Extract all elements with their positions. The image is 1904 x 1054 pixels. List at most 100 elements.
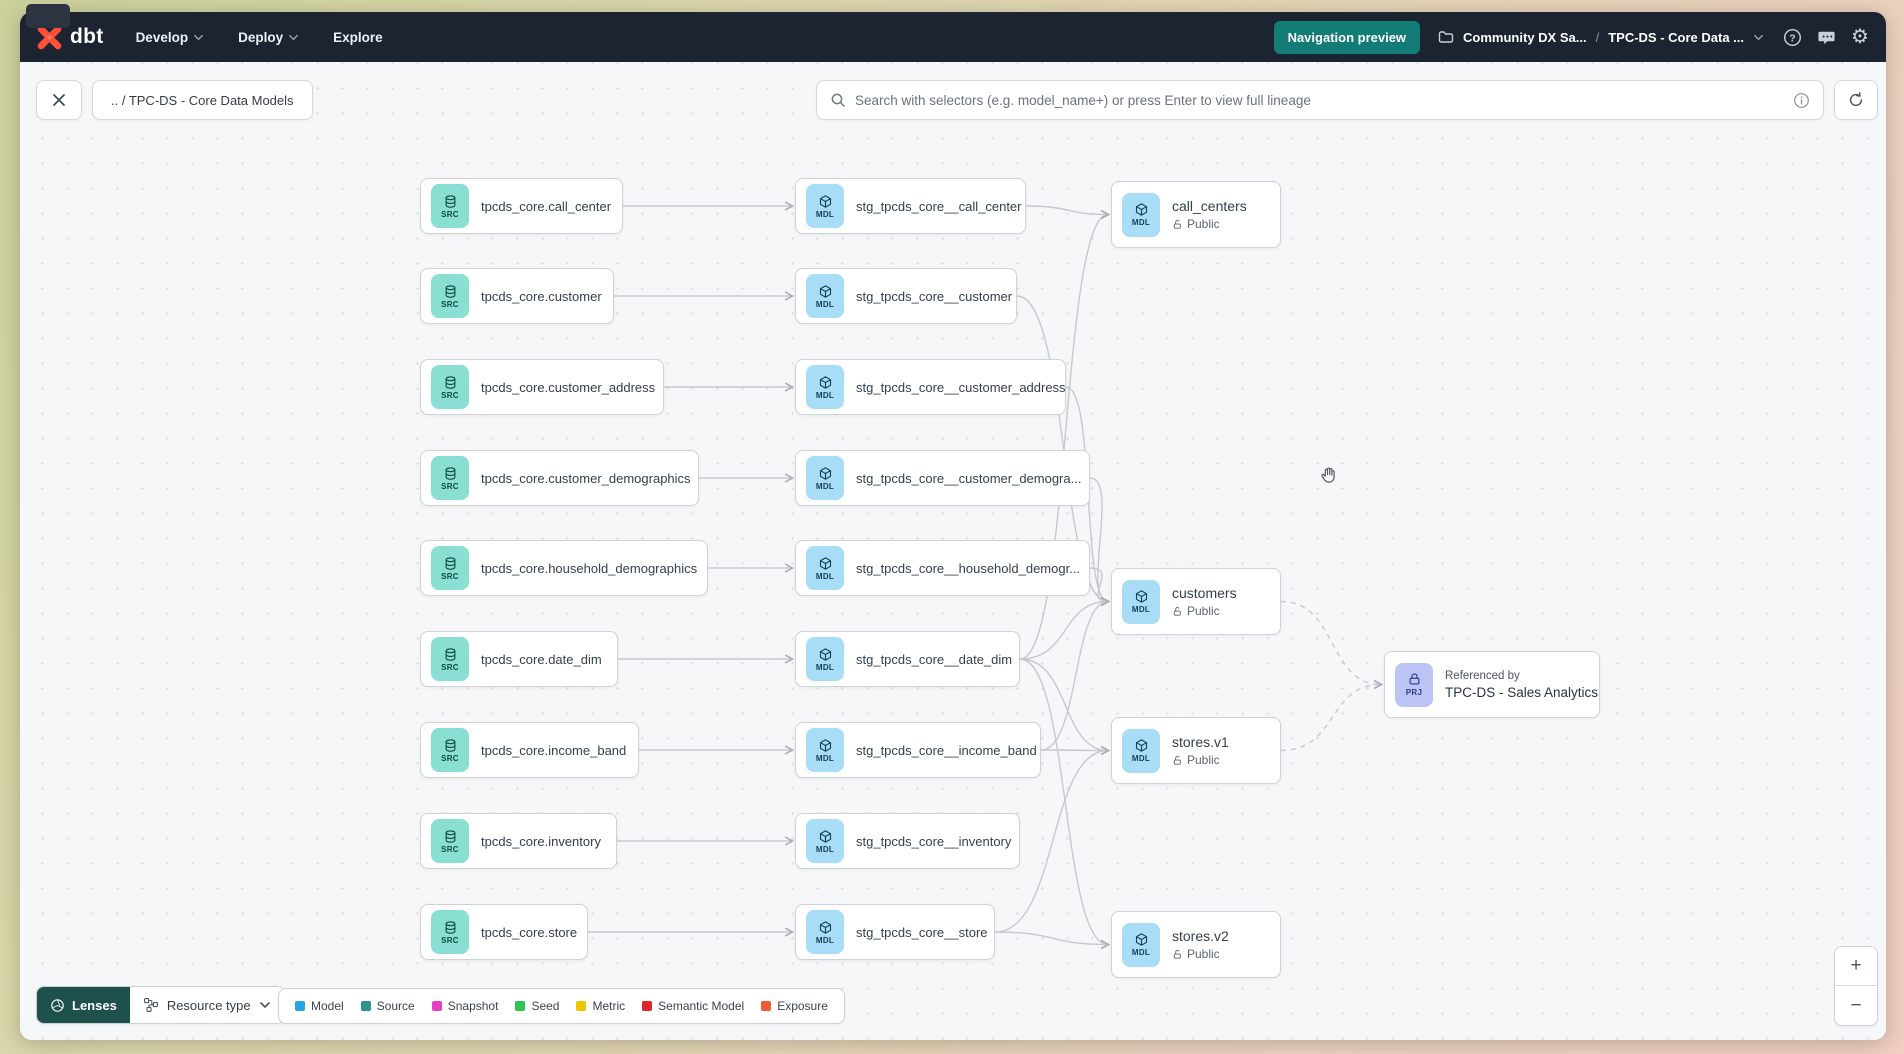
node-src_call_center[interactable]: SRC tpcds_core.call_center: [420, 178, 623, 234]
database-icon: SRC: [431, 819, 469, 863]
node-src_inventory[interactable]: SRC tpcds_core.inventory: [420, 813, 617, 869]
resource-type-icon: [143, 997, 159, 1013]
navbar-icons: ? ⚙: [1782, 27, 1870, 47]
info-icon[interactable]: [1793, 92, 1810, 109]
edge-stg_customer_demographics-to-customers: [1089, 477, 1111, 606]
edge-stg_date_dim-to-call_centers: [1019, 210, 1111, 660]
node-text: tpcds_core.income_band: [481, 743, 626, 758]
node-access-badge: Public: [1172, 604, 1237, 618]
legend-swatch: [431, 1001, 442, 1011]
node-text: stg_tpcds_core__inventory: [856, 834, 1011, 849]
database-icon: SRC: [431, 184, 469, 228]
database-icon: SRC: [431, 728, 469, 772]
feedback-icon[interactable]: [1816, 27, 1836, 47]
svg-text:?: ?: [1789, 33, 1795, 44]
node-label: stores.v2: [1172, 928, 1229, 944]
node-text: tpcds_core.store: [481, 925, 577, 940]
database-icon: SRC: [431, 274, 469, 318]
close-lineage-button[interactable]: [36, 80, 82, 120]
node-text: tpcds_core.inventory: [481, 834, 601, 849]
menu-develop[interactable]: Develop: [124, 22, 217, 53]
node-text: stg_tpcds_core__customer_address: [856, 380, 1065, 395]
node-access-badge: Public: [1172, 947, 1229, 961]
node-text: tpcds_core.customer_demographics: [481, 471, 691, 486]
cube-icon: MDL: [806, 456, 844, 500]
node-label: stg_tpcds_core__income_band: [856, 742, 1037, 758]
edge-stg_store-to-stores_v1: [994, 746, 1111, 933]
node-label: tpcds_core.customer: [481, 288, 602, 304]
lineage-context-chip[interactable]: .. / TPC-DS - Core Data Models: [92, 80, 313, 120]
cube-icon: MDL: [1122, 579, 1160, 624]
node-text: tpcds_core.customer_address: [481, 380, 655, 395]
edge-stg_date_dim-to-stores_v1: [1019, 658, 1111, 755]
database-icon: SRC: [431, 365, 469, 409]
help-icon[interactable]: ?: [1782, 27, 1802, 47]
zoom-controls: + −: [1834, 946, 1878, 1026]
close-icon: [51, 92, 67, 108]
cube-icon: MDL: [806, 637, 844, 681]
node-label: tpcds_core.inventory: [481, 833, 601, 849]
node-label: tpcds_core.call_center: [481, 198, 612, 214]
node-text: tpcds_core.date_dim: [481, 652, 602, 667]
breadcrumb: Community DX Sa... / TPC-DS - Core Data …: [1438, 29, 1764, 45]
node-src_customer_address[interactable]: SRC tpcds_core.customer_address: [420, 359, 664, 415]
node-label: TPC-DS - Sales Analytics: [1445, 684, 1599, 700]
folder-icon: [1438, 29, 1454, 45]
legend-label: Seed: [531, 999, 560, 1013]
lens-icon: [50, 998, 65, 1013]
breadcrumb-page[interactable]: TPC-DS - Core Data ...: [1608, 29, 1744, 45]
cube-icon: MDL: [806, 184, 844, 228]
menu-explore[interactable]: Explore: [321, 22, 395, 53]
node-referenced-by: Referenced by: [1445, 669, 1520, 682]
breadcrumb-project[interactable]: Community DX Sa...: [1463, 29, 1587, 45]
zoom-in-button[interactable]: +: [1835, 947, 1877, 986]
legend-label: Metric: [592, 999, 626, 1013]
legend-label: Snapshot: [447, 999, 499, 1013]
node-src_customer[interactable]: SRC tpcds_core.customer: [420, 268, 614, 324]
node-src_income_band[interactable]: SRC tpcds_core.income_band: [420, 722, 639, 778]
edge-stg_date_dim-to-customers: [1019, 597, 1111, 660]
edge-stg_call_center-to-call_centers: [1025, 205, 1111, 219]
node-text: stg_tpcds_core__store: [856, 925, 988, 940]
top-navbar: dbt Develop Deploy Explore Navigation prev…: [20, 12, 1886, 62]
node-label: tpcds_core.store: [481, 924, 578, 940]
chevron-down-icon: [288, 32, 299, 43]
database-icon: SRC: [431, 546, 469, 590]
edge-stg_customer-to-customers: [1016, 295, 1111, 606]
refresh-lineage-button[interactable]: [1834, 80, 1878, 120]
node-label: customers: [1172, 585, 1237, 601]
menu-deploy[interactable]: Deploy: [226, 22, 311, 53]
lineage-searchbar: [816, 80, 1824, 120]
settings-gear-icon[interactable]: ⚙: [1851, 26, 1869, 48]
chevron-down-icon[interactable]: [1753, 32, 1764, 43]
legend-label: Model: [311, 999, 344, 1013]
zoom-out-button[interactable]: −: [1835, 986, 1877, 1025]
lenses-button[interactable]: Lenses: [37, 987, 130, 1023]
resource-type-dropdown[interactable]: Resource type: [129, 987, 284, 1023]
unlock-icon: [1172, 949, 1183, 960]
dbt-logo-icon: [36, 24, 63, 51]
navigation-preview-button[interactable]: Navigation preview: [1273, 20, 1421, 54]
dbt-logo[interactable]: dbt: [36, 24, 104, 51]
node-label: stores.v1: [1172, 734, 1229, 750]
lineage-search-input[interactable]: [855, 92, 1784, 108]
